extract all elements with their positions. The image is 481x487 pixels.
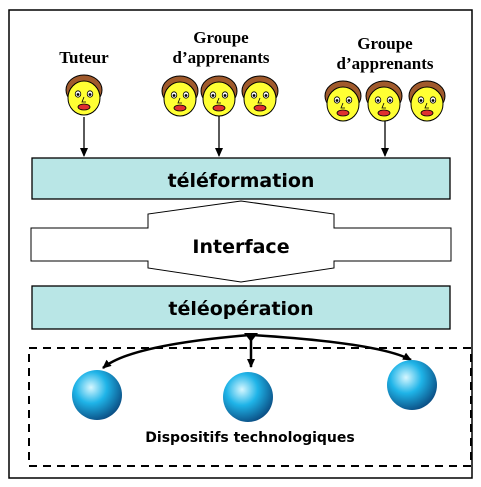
teleoperation-label: téléopération	[168, 298, 313, 320]
group-right-label-line2: d’apprenants	[337, 54, 434, 73]
face-icon	[365, 80, 403, 122]
teleformation-label: téléformation	[168, 170, 315, 192]
face-icon	[200, 75, 238, 117]
faces-group	[65, 74, 446, 122]
group-left-label-line2: d’apprenants	[173, 48, 270, 67]
face-icon	[161, 75, 199, 117]
spheres-group	[72, 360, 437, 422]
tutor-label: Tuteur	[59, 48, 109, 67]
sphere-icon	[72, 370, 122, 420]
teleoperation-box	[31, 285, 451, 330]
arrow-icon	[251, 333, 412, 362]
interface-label: Interface	[192, 236, 289, 258]
face-icon	[241, 75, 279, 117]
face-icon	[65, 74, 103, 116]
face-icon	[408, 80, 446, 122]
devices-caption: Dispositifs technologiques	[145, 430, 354, 446]
arrow-icon	[102, 333, 251, 369]
sphere-icon	[223, 372, 273, 422]
group-right-label-line1: Groupe	[357, 34, 413, 53]
teleformation-box	[31, 157, 451, 200]
face-icon	[324, 80, 362, 122]
arrow-hub	[244, 333, 258, 342]
group-left-label-line1: Groupe	[193, 28, 249, 47]
sphere-icon	[387, 360, 437, 410]
interface-block-arrow	[30, 200, 452, 283]
